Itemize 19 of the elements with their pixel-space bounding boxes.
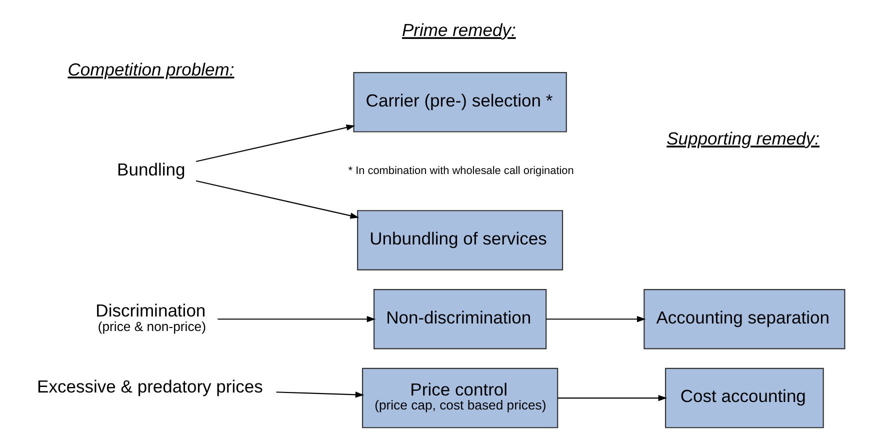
node-box: Accounting separation (643, 288, 845, 349)
node-text: Excessive & predatory prices (36, 376, 262, 396)
label: * In combination with wholesale call origination (348, 164, 574, 176)
node-text: Discrimination (price & non-price) (95, 300, 206, 334)
label: Prime remedy: (401, 20, 516, 40)
label: Supporting remedy: (666, 128, 820, 148)
node-box: Non-discrimination (372, 288, 546, 349)
node-text: Bundling (116, 158, 185, 179)
arrow (217, 316, 376, 322)
arrow (557, 394, 667, 401)
node-box: Unbundling of services (356, 210, 563, 270)
arrow (195, 180, 359, 218)
label: Competition problem: (67, 59, 234, 80)
node-box: Carrier (pre-) selection * (352, 72, 566, 132)
node-box: Price control (price cap, cost based prices) (361, 367, 558, 428)
node-box: Cost accounting (664, 367, 824, 428)
arrow (195, 124, 355, 162)
arrow (276, 391, 364, 398)
arrow (546, 316, 646, 322)
